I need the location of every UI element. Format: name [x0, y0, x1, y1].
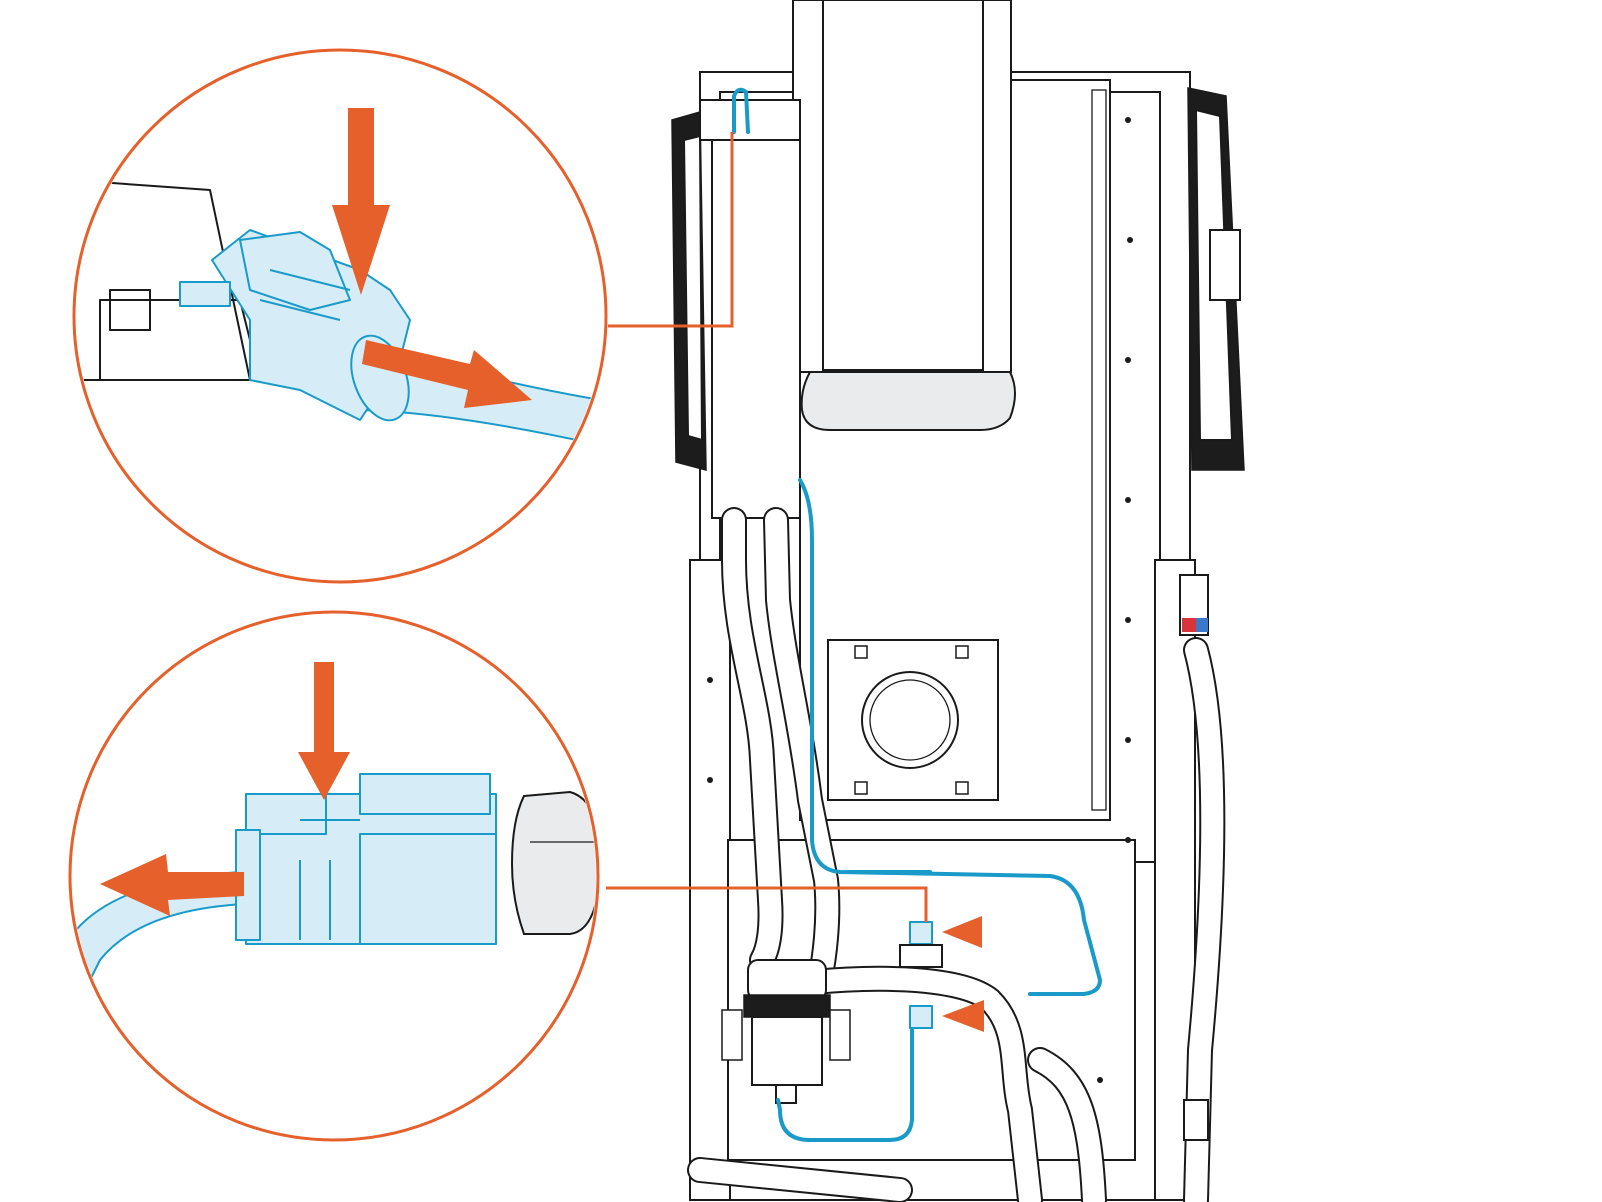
filter-canister — [721, 959, 851, 1104]
press-down-arrow-top — [332, 108, 390, 295]
leader-bottom — [606, 886, 928, 922]
mating-socket — [510, 790, 596, 935]
callout-bottom — [68, 610, 600, 1142]
connector-upper — [909, 921, 933, 945]
callout-top — [72, 48, 608, 584]
column-base — [800, 371, 1016, 431]
left-canister — [711, 137, 801, 519]
pointer-arrow-lower — [942, 1000, 984, 1032]
pull-out-arrow-bottom — [100, 854, 244, 916]
left-rail — [689, 559, 731, 1201]
hoses — [687, 507, 1226, 1202]
water-fittings — [1179, 574, 1209, 1141]
right-latch — [1209, 229, 1241, 301]
leader-lines — [606, 132, 928, 922]
leader-top — [608, 132, 734, 328]
pointer-arrow-upper — [942, 916, 982, 948]
pull-out-arrow-top — [362, 340, 532, 408]
connector-lower — [909, 1005, 933, 1029]
hot-marker — [1182, 618, 1196, 632]
wire-harness — [732, 87, 1102, 1142]
cold-marker — [1196, 618, 1208, 632]
inspection-opening — [861, 671, 959, 769]
press-down-arrow-bottom — [298, 662, 350, 800]
pointer-arrows — [942, 916, 984, 1032]
